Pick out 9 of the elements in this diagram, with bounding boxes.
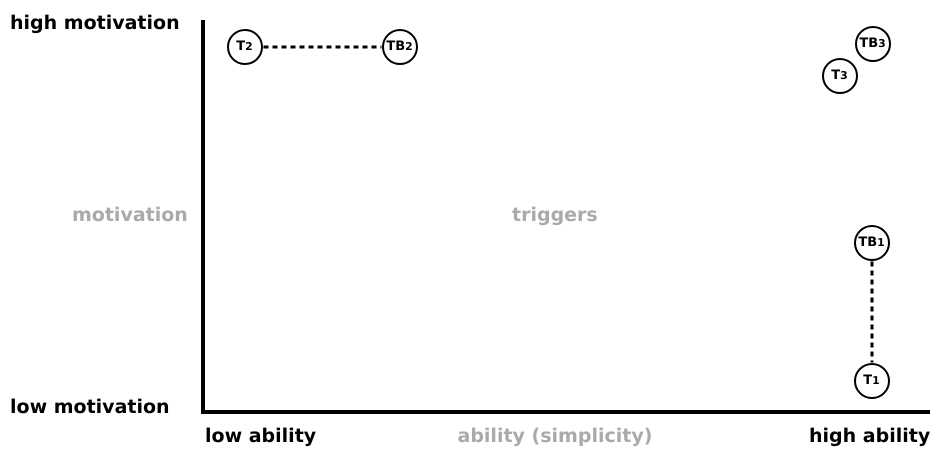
axis-label: high motivation — [10, 12, 180, 34]
axis-label: low ability — [205, 425, 316, 447]
dashed-line — [870, 262, 874, 362]
axis-label: low motivation — [10, 396, 170, 418]
dashed-line — [264, 46, 382, 48]
axis-label: high ability — [809, 425, 930, 447]
axis-title: motivation — [72, 204, 188, 226]
axis-title: ability (simplicity) — [458, 425, 652, 447]
area-label: triggers — [512, 204, 598, 226]
